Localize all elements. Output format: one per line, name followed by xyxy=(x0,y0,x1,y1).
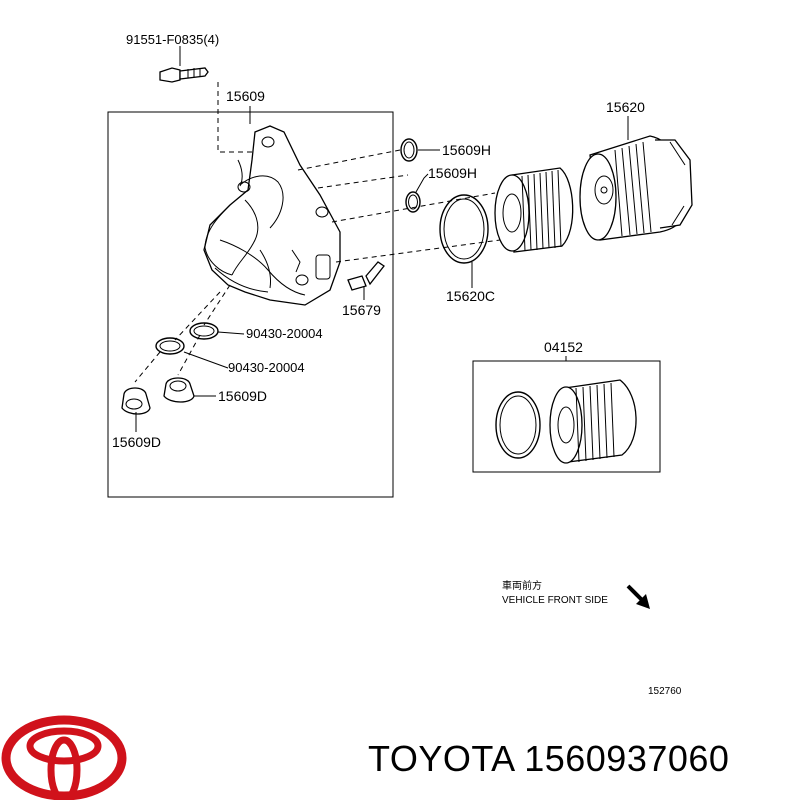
footer-brand: TOYOTA xyxy=(368,738,514,779)
label-housing: 15609 xyxy=(226,88,265,104)
label-gasket2: 90430-20004 xyxy=(228,360,305,375)
footer-part-number: 1560937060 xyxy=(524,738,730,779)
kit-oring-part xyxy=(495,391,541,459)
label-cap: 15620 xyxy=(606,99,645,115)
note-jp: 車両前方 xyxy=(502,579,542,592)
filter-cap-part xyxy=(579,135,693,241)
label-clip: 15679 xyxy=(342,302,381,318)
toyota-logo-icon xyxy=(1,715,127,800)
oring-h1-part xyxy=(400,138,418,162)
oring-c-part xyxy=(439,194,489,264)
housing-part xyxy=(203,125,341,306)
label-kit: 04152 xyxy=(544,339,583,355)
kit-filter-part xyxy=(549,379,637,464)
label-gasket1: 90430-20004 xyxy=(246,326,323,341)
oring-h2-part xyxy=(405,191,421,213)
gasket2-part xyxy=(155,337,185,355)
bolt-part xyxy=(159,67,209,83)
footer-brand-line: TOYOTA 1560937060 xyxy=(368,738,729,780)
plug2-part xyxy=(121,387,151,415)
note-en: VEHICLE FRONT SIDE xyxy=(502,595,608,606)
label-plug2: 15609D xyxy=(112,434,161,450)
diagram-id: 152760 xyxy=(648,686,682,697)
clip-part xyxy=(347,261,385,291)
label-oring-c: 15620C xyxy=(446,288,495,304)
front-arrow-icon xyxy=(626,584,650,609)
gasket1-part xyxy=(189,322,219,340)
label-plug1: 15609D xyxy=(218,388,267,404)
label-oring-h1: 15609H xyxy=(442,142,491,158)
plug1-part xyxy=(163,377,195,403)
label-oring-h2: 15609H xyxy=(428,165,477,181)
filter-element-part xyxy=(494,167,574,253)
label-bolt: 91551-F0835(4) xyxy=(126,32,219,47)
